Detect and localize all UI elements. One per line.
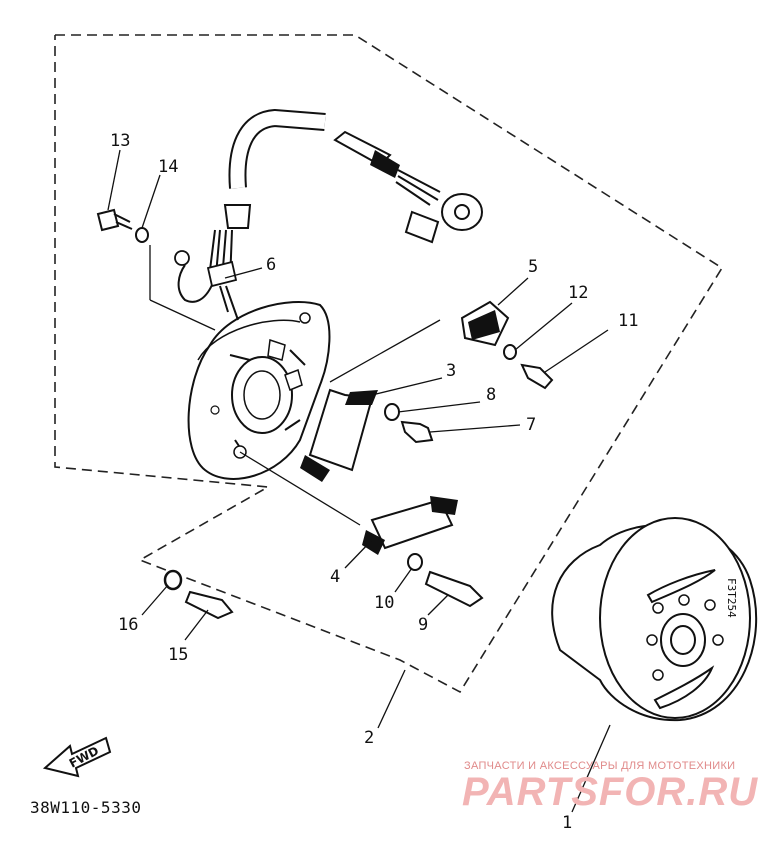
callout-6: 6 [266,255,276,275]
callout-9: 9 [418,615,428,635]
screw-15 [184,590,234,620]
callout-16: 16 [118,615,138,635]
callout-10: 10 [374,593,394,613]
callout-8: 8 [486,385,496,405]
washer-16 [163,569,183,591]
callout-13: 13 [110,131,130,151]
assembly-boundary [54,34,724,694]
pickup-coil [460,300,510,347]
charging-coil [300,388,378,482]
washer-8 [384,403,400,421]
callout-4: 4 [330,567,340,587]
callout-11: 11 [618,311,638,331]
part-code: 38W110-5330 [30,798,142,817]
callout-12: 12 [568,283,588,303]
washer-12 [503,344,517,360]
callout-3: 3 [446,361,456,381]
screw-7 [400,420,434,444]
screw-11 [520,363,554,390]
wire-harness [174,108,326,321]
callout-2: 2 [364,728,374,748]
fwd-arrow: FWD [42,736,112,778]
callout-labels: 13 14 6 5 12 11 3 8 7 4 10 9 16 15 2 1 [110,131,638,833]
callout-5: 5 [528,257,538,277]
screw-9 [424,570,484,608]
watermark-brand: PARTSFOR.RU [462,770,759,814]
stator-plate [187,301,331,480]
rotor-marking: F3T254 [725,578,738,618]
source-coil [362,496,458,555]
watermark-tagline: ЗАПЧАСТИ И АКСЕССУАРЫ ДЛЯ МОТОТЕХНИКИ [464,760,736,772]
screw-13 [96,208,133,232]
callout-1: 1 [562,813,572,833]
leader-lines [107,149,611,813]
flywheel-rotor [551,517,758,722]
callout-7: 7 [526,415,536,435]
washer-14 [135,227,149,243]
washer-10 [407,553,423,571]
connector-plug [333,130,483,244]
callout-15: 15 [168,645,188,665]
callout-14: 14 [158,157,178,177]
